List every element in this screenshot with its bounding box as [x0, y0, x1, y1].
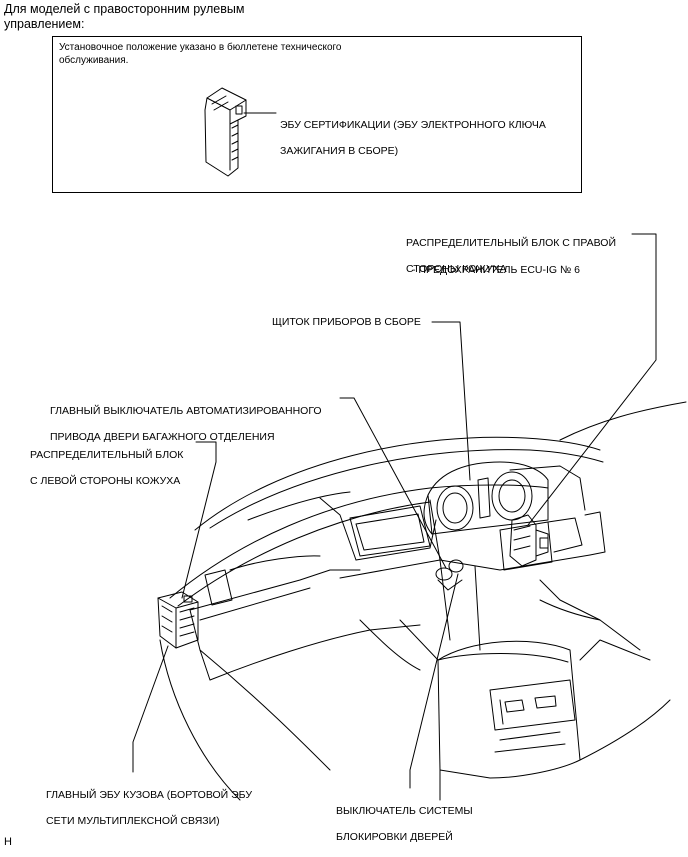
back-door-switch-drawing — [435, 559, 464, 591]
main-body-ecu-label-line-1: ГЛАВНЫЙ ЭБУ КУЗОВА (БОРТОВОЙ ЭБУ — [46, 789, 252, 801]
combination-meter-label: ЩИТОК ПРИБОРОВ В СБОРЕ — [272, 316, 421, 328]
left-junction-label: РАСПРЕДЕЛИТЕЛЬНЫЙ БЛОК С ЛЕВОЙ СТОРОНЫ К… — [30, 436, 210, 501]
left-junction-leader — [181, 441, 217, 599]
certification-ecu-drawing — [204, 87, 247, 177]
back-door-switch-label-line-1: ГЛАВНЫЙ ВЫКЛЮЧАТЕЛЬ АВТОМАТИЗИРОВАННОГО — [50, 405, 322, 417]
door-lock-switch-label-line-1: ВЫКЛЮЧАТЕЛЬ СИСТЕМЫ — [336, 805, 473, 817]
back-door-switch-leader — [339, 397, 447, 569]
figure-code: H — [4, 836, 12, 848]
fuse-label: - ПРЕДОХРАНИТЕЛЬ ECU-IG № 6 — [412, 264, 581, 276]
combination-meter-leader — [431, 321, 471, 481]
leader-lines — [132, 233, 657, 789]
windshield-lines — [194, 401, 687, 531]
door-lock-switch-leader — [409, 573, 459, 789]
floor-console — [399, 579, 671, 801]
right-junction-block-drawing — [509, 514, 549, 567]
right-junction-label: РАСПРЕДЕЛИТЕЛЬНЫЙ БЛОК С ПРАВОЙ СТОРОНЫ … — [406, 224, 646, 289]
main-body-ecu-label: ГЛАВНЫЙ ЭБУ КУЗОВА (БОРТОВОЙ ЭБУ СЕТИ МУ… — [46, 776, 296, 841]
right-junction-label-line-1: РАСПРЕДЕЛИТЕЛЬНЫЙ БЛОК С ПРАВОЙ — [406, 237, 617, 249]
header-line-2: управлением: — [4, 17, 85, 31]
header-line-1: Для моделей с правосторонним рулевым — [4, 2, 245, 16]
note-text: Установочное положение указано в бюллете… — [59, 41, 419, 67]
center-stack — [429, 465, 606, 651]
left-junction-label-line-2: С ЛЕВОЙ СТОРОНЫ КОЖУХА — [30, 475, 181, 487]
note-text-line-1: Установочное положение указано в бюллете… — [59, 42, 342, 53]
main-body-ecu-leader — [132, 645, 169, 773]
main-body-ecu-label-line-2: СЕТИ МУЛЬТИПЛЕКСНОЙ СВЯЗИ) — [46, 815, 220, 827]
certification-ecu-label: ЭБУ СЕРТИФИКАЦИИ (ЭБУ ЭЛЕКТРОННОГО КЛЮЧА… — [280, 106, 570, 171]
note-box: Установочное положение указано в бюллете… — [52, 36, 582, 193]
dashboard-top — [169, 484, 549, 607]
dashboard-left-side — [159, 555, 441, 801]
page-header: Для моделей с правосторонним рулевым упр… — [4, 2, 304, 32]
back-door-switch-label: ГЛАВНЫЙ ВЫКЛЮЧАТЕЛЬ АВТОМАТИЗИРОВАННОГО … — [50, 392, 350, 457]
main-body-ecu-drawing — [157, 591, 199, 649]
certification-ecu-label-line-2: ЗАЖИГАНИЯ В СБОРЕ) — [280, 145, 399, 157]
right-junction-leader — [527, 233, 657, 526]
left-junction-label-line-1: РАСПРЕДЕЛИТЕЛЬНЫЙ БЛОК — [30, 449, 184, 461]
back-door-switch-label-line-2: ПРИВОДА ДВЕРИ БАГАЖНОГО ОТДЕЛЕНИЯ — [50, 431, 275, 443]
right-junction-label-line-2: СТОРОНЫ КОЖУХА — [406, 263, 507, 275]
door-lock-switch-label: ВЫКЛЮЧАТЕЛЬ СИСТЕМЫ БЛОКИРОВКИ ДВЕРЕЙ — [336, 792, 516, 857]
note-text-line-2: обслуживания. — [59, 55, 129, 66]
door-lock-switch-label-line-2: БЛОКИРОВКИ ДВЕРЕЙ — [336, 831, 453, 843]
certification-ecu-label-line-1: ЭБУ СЕРТИФИКАЦИИ (ЭБУ ЭЛЕКТРОННОГО КЛЮЧА — [280, 119, 546, 131]
